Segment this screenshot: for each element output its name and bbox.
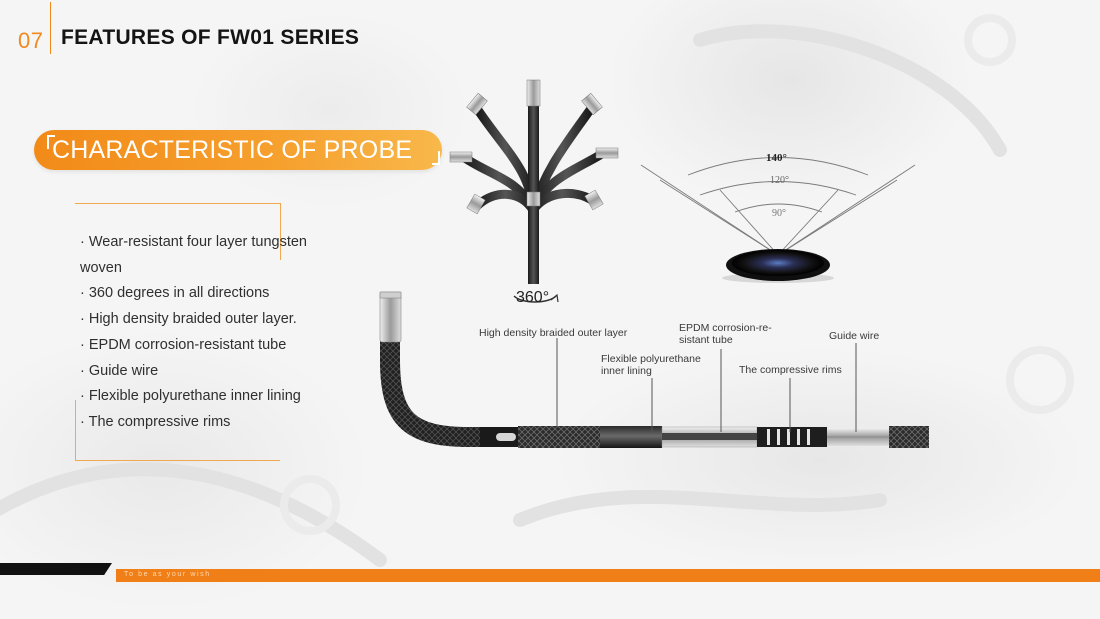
- field-of-view-illustration: [640, 157, 916, 283]
- callout-polyurethane-line2: inner lining: [601, 365, 652, 377]
- callout-polyurethane-line1: Flexible polyurethane: [601, 353, 701, 365]
- close-bracket-icon: [432, 151, 440, 165]
- callout-braided-layer: High density braided outer layer: [479, 327, 628, 339]
- feature-item: · The compressive rims: [80, 413, 231, 430]
- slide-number: 07: [18, 28, 44, 53]
- open-bracket-icon: [47, 135, 55, 149]
- feature-item: · High density braided outer layer.: [80, 311, 297, 328]
- articulation-probe-illustration: [449, 79, 619, 303]
- feature-frame-top: [75, 203, 280, 204]
- callout-epdm-tube-line1: EPDM corrosion-re-: [679, 322, 772, 334]
- footer-tagline: To be as your wish: [124, 571, 211, 578]
- section-heading: CHARACTERISTIC OF PROBE: [52, 136, 413, 164]
- feature-frame-bottom: [75, 460, 280, 461]
- feature-item: · EPDM corrosion-resistant tube: [80, 336, 287, 353]
- rotation-label: 360°: [516, 289, 549, 306]
- page-title: FEATURES OF FW01 SERIES: [61, 26, 360, 49]
- title-divider: [50, 2, 51, 54]
- angle-label-120: 120°: [770, 175, 789, 186]
- feature-item: · 360 degrees in all directions: [80, 285, 270, 302]
- probe-cross-section-illustration: [379, 291, 929, 448]
- section-heading-pill: CHARACTERISTIC OF PROBE: [34, 130, 442, 170]
- callout-guide-wire: Guide wire: [829, 330, 880, 342]
- feature-list: · Wear-resistant four layer tungsten wov…: [80, 230, 340, 436]
- feature-frame-right: [280, 203, 281, 260]
- feature-item: · Guide wire: [80, 362, 159, 379]
- feature-frame-left: [75, 400, 76, 460]
- angle-label-140: 140°: [766, 152, 787, 164]
- callout-compressive-rims: The compressive rims: [739, 364, 842, 376]
- callout-epdm-tube-line2: sistant tube: [679, 334, 733, 346]
- feature-item: · Wear-resistant four layer tungsten wov…: [80, 234, 307, 276]
- footer-orange-bar: [116, 569, 1100, 582]
- footer-dark-bar: [0, 563, 112, 575]
- angle-label-90: 90°: [772, 208, 786, 219]
- feature-item: · Flexible polyurethane inner lining: [80, 388, 301, 405]
